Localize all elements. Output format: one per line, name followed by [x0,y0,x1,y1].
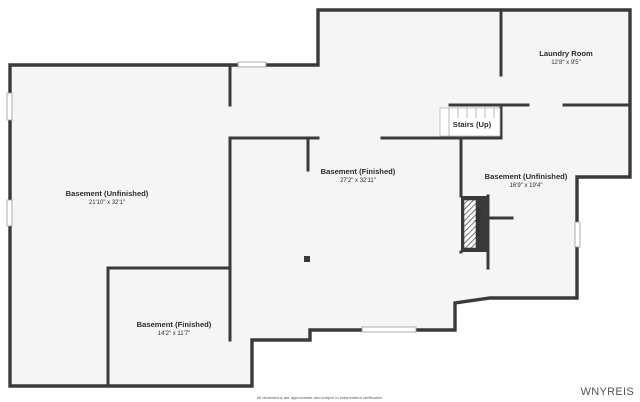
exterior-walls [8,8,632,388]
stairs [439,107,501,137]
laundry-room-dims: 12'8" x 9'5" [551,60,581,66]
stairs-label: Stairs (Up) [453,120,492,129]
laundry-room-label: Laundry Room [539,49,593,58]
basement-finished-small-label: Basement (Finished) [137,320,212,329]
basement-unfinished-right-dims: 16'9" x 19'4" [510,183,543,189]
basement-unfinished-left-dims: 21'10" x 32'1" [89,200,125,206]
windows [6,61,581,333]
window-bottom [361,326,417,333]
basement-unfinished-left-label: Basement (Unfinished) [66,189,149,198]
basement-unfinished-right-label: Basement (Unfinished) [485,172,568,181]
window-top [237,61,267,68]
disclaimer-text: All dimensions are approximate and subje… [257,395,383,400]
window-left-lower [6,199,13,227]
fireplace-label: Fireplace [474,208,481,237]
support-post [304,256,310,262]
fireplace: Fireplace [461,196,488,252]
window-left-upper [6,92,13,121]
basement-finished-label: Basement (Finished) [321,167,396,176]
basement-finished-small-dims: 14'2" x 11'7" [158,331,190,337]
window-right [574,221,581,248]
basement-finished-dims: 27'2" x 32'11" [340,178,376,184]
interior-walls [106,8,632,388]
brand-watermark: WNYREIS [580,386,634,398]
